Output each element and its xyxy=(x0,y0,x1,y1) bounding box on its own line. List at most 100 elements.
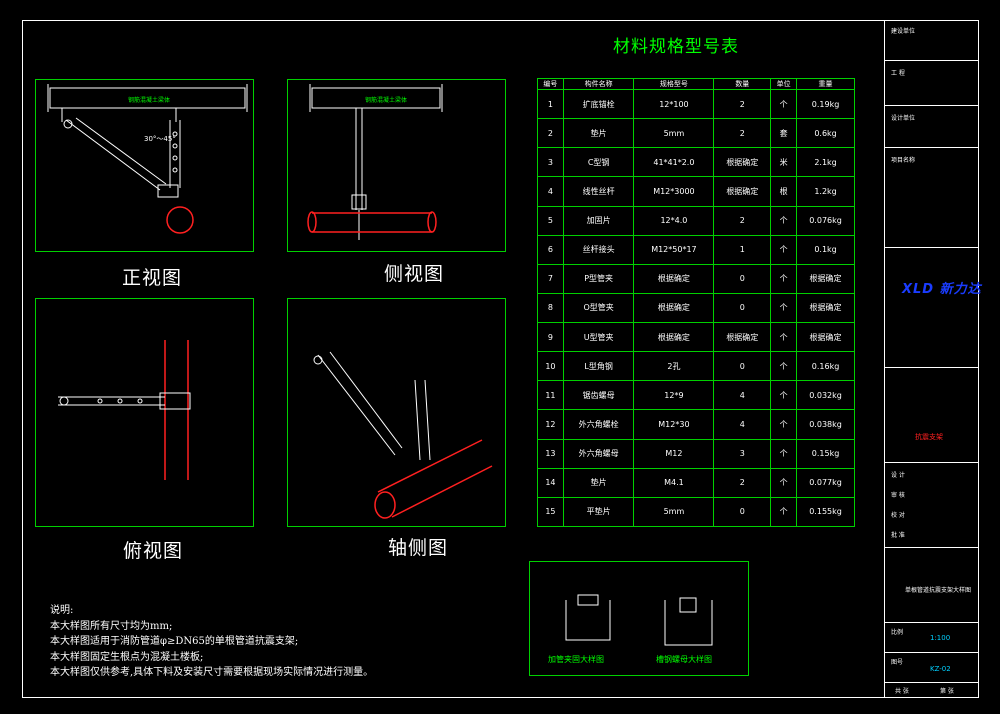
front-view-drawing xyxy=(47,84,248,198)
table-cell: M12 xyxy=(633,438,715,469)
table-cell: 9 xyxy=(537,321,564,353)
front-pipe-section xyxy=(166,206,194,234)
table-cell: 12 xyxy=(537,409,564,440)
table-cell: 根据确定 xyxy=(633,292,715,324)
table-cell: 2 xyxy=(713,205,772,236)
note-line: 本大样图固定生根点为混凝土楼板; xyxy=(50,651,204,663)
notes-title: 说明: xyxy=(50,605,74,616)
side-view-drawing xyxy=(309,84,443,240)
table-cell: M12*50*17 xyxy=(633,234,715,265)
table-cell: 1 xyxy=(713,234,772,265)
table-cell: 根据确定 xyxy=(796,263,855,294)
detail-box xyxy=(529,561,749,676)
table-cell: 0 xyxy=(713,351,772,382)
table-cell: 加固片 xyxy=(562,205,635,236)
table-cell: 0.076kg xyxy=(796,205,855,236)
table-cell: 14 xyxy=(537,467,564,498)
note-line: 本大样图适用于消防管道φ≥DN65的单根管道抗震支架; xyxy=(50,636,299,647)
table-cell: 3 xyxy=(537,147,564,178)
front-view-box xyxy=(35,79,254,252)
table-cell: 5 xyxy=(537,205,564,236)
table-cell: 5mm xyxy=(633,118,715,149)
table-cell: 0.1kg xyxy=(796,234,855,265)
table-cell: M12*3000 xyxy=(633,176,715,207)
side-pipe xyxy=(307,211,437,233)
table-header-row: 编号构件名称规格型号数量单位重量 xyxy=(537,78,855,90)
table-cell: 15 xyxy=(537,496,564,528)
front-beam-text: 钢筋混凝土梁体 xyxy=(128,97,171,104)
table-cell: 10 xyxy=(537,351,564,382)
table-cell: 0.155kg xyxy=(796,496,855,528)
detail-drawings xyxy=(565,594,713,646)
angle-text: 30°～45° xyxy=(144,135,176,143)
table-cell: M12*30 xyxy=(633,409,715,440)
sign-label: 审 核 xyxy=(891,492,905,499)
table-cell: C型钢 xyxy=(562,147,635,178)
table-cell: 个 xyxy=(770,88,798,120)
table-cell: 锯齿螺母 xyxy=(562,380,635,411)
table-cell: 2 xyxy=(713,88,772,120)
side-view-label: 侧视图 xyxy=(384,263,445,285)
table-cell: 个 xyxy=(770,234,798,265)
table-cell: 根据确定 xyxy=(633,321,715,353)
table-cell: 0.032kg xyxy=(796,380,855,411)
table-cell: 0 xyxy=(713,263,772,294)
table-cell: 根据确定 xyxy=(796,292,855,324)
bottom-text: 第 张 xyxy=(940,688,954,695)
table-cell: M4.1 xyxy=(633,467,715,498)
table-header-cell: 构件名称 xyxy=(562,78,635,90)
table-cell: 4 xyxy=(537,176,564,207)
title-block-frame xyxy=(884,20,979,698)
tb-cell xyxy=(885,20,979,61)
table-header-cell: 数量 xyxy=(713,78,772,90)
tb-cell xyxy=(885,60,979,106)
detail-left-label: 加管夹固大样图 xyxy=(548,655,604,664)
bottom-text: 共 张 xyxy=(895,688,909,695)
note-line: 本大样图所有尺寸均为mm; xyxy=(50,620,173,632)
axis-view-label: 轴侧图 xyxy=(388,537,449,559)
table-cell: P型管夹 xyxy=(562,263,635,294)
table-cell: 2 xyxy=(713,118,772,149)
table-cell: 根据确定 xyxy=(633,263,715,294)
tb-cell xyxy=(885,622,979,653)
table-cell: 41*41*2.0 xyxy=(633,147,715,178)
table-cell: 个 xyxy=(770,321,798,353)
tb-label: 设计单位 xyxy=(891,115,916,122)
tb-cell xyxy=(885,547,979,623)
table-cell: 5mm xyxy=(633,496,715,528)
table-cell: 扩底锚栓 xyxy=(562,88,635,120)
sign-label: 批 准 xyxy=(891,532,905,539)
axis-view-drawing xyxy=(313,351,431,461)
table-cell: L型角钢 xyxy=(562,351,635,382)
table-cell: 12*100 xyxy=(633,88,715,120)
axis-view-box xyxy=(287,298,506,527)
table-cell: 个 xyxy=(770,292,798,324)
tb-cell xyxy=(885,367,979,463)
table-header-cell: 单位 xyxy=(770,78,798,90)
table-cell: 11 xyxy=(537,380,564,411)
company-logo: XLD 新力达 xyxy=(902,282,982,297)
sheet-value: KZ-02 xyxy=(930,665,951,673)
table-cell: 6 xyxy=(537,234,564,265)
table-cell: 7 xyxy=(537,263,564,294)
tb-label: 建设单位 xyxy=(891,28,916,35)
top-pipe xyxy=(164,340,189,480)
table-cell: 2.1kg xyxy=(796,147,855,178)
table-cell: 个 xyxy=(770,409,798,440)
table-header-cell: 编号 xyxy=(537,78,564,90)
table-cell: 个 xyxy=(770,467,798,498)
table-cell: 8 xyxy=(537,292,564,324)
scale-value: 1:100 xyxy=(930,634,951,642)
table-title: 材料规格型号表 xyxy=(613,37,739,57)
table-header-cell: 规格型号 xyxy=(633,78,715,90)
table-cell: O型管夹 xyxy=(562,292,635,324)
